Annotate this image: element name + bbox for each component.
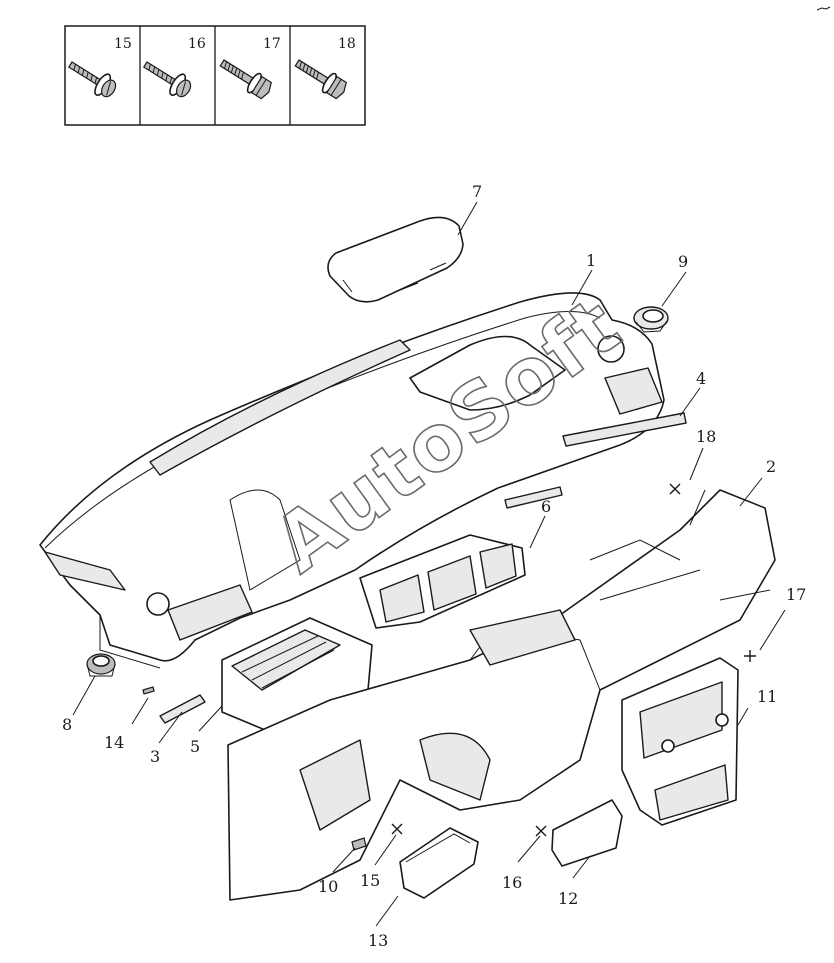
callout-8: 8 bbox=[62, 715, 72, 734]
callout-6: 6 bbox=[541, 497, 551, 516]
callout-16: 16 bbox=[502, 873, 522, 892]
fastener-marks bbox=[391, 483, 756, 837]
callout-13: 13 bbox=[368, 931, 388, 950]
callout-2: 2 bbox=[766, 457, 776, 476]
hex-flange-bolt-icon bbox=[219, 59, 272, 100]
part-9-grommet bbox=[633, 306, 669, 333]
callout-12: 12 bbox=[558, 889, 578, 908]
callout-11: 11 bbox=[757, 687, 777, 706]
part-10-clip bbox=[351, 837, 367, 851]
corner-mark bbox=[816, 6, 831, 11]
callout-1: 1 bbox=[586, 251, 596, 270]
callout-4: 4 bbox=[696, 369, 706, 388]
tapping-screw-washer-icon bbox=[142, 61, 192, 98]
part-11-control-panel bbox=[621, 657, 739, 826]
callout-18: 18 bbox=[696, 427, 716, 446]
part-6-vent-housing bbox=[359, 534, 526, 629]
part-2-lower-panel bbox=[227, 489, 776, 901]
callout-labels: 1 2 3 4 5 6 7 8 9 10 11 12 13 14 15 16 1… bbox=[62, 182, 806, 950]
table-cell-number: 15 bbox=[114, 36, 132, 52]
callout-3: 3 bbox=[150, 747, 160, 766]
part-3-clip bbox=[159, 694, 206, 724]
hex-flange-bolt-icon bbox=[294, 59, 347, 100]
tapping-screw-washer-icon bbox=[67, 61, 117, 98]
callout-5: 5 bbox=[190, 737, 200, 756]
part-12-trim bbox=[551, 799, 623, 867]
callout-10: 10 bbox=[318, 877, 338, 896]
part-13-tray bbox=[399, 827, 479, 899]
callout-7: 7 bbox=[472, 182, 482, 201]
part-8-grommet bbox=[86, 653, 116, 677]
table-cell-number: 18 bbox=[338, 36, 356, 52]
callout-14: 14 bbox=[104, 733, 124, 752]
part-1-upper-panel bbox=[39, 292, 665, 669]
callout-15: 15 bbox=[360, 871, 380, 890]
table-cell-number: 16 bbox=[188, 36, 206, 52]
part-14-pin bbox=[142, 686, 155, 695]
callout-9: 9 bbox=[678, 252, 688, 271]
callout-17: 17 bbox=[786, 585, 806, 604]
part-7-cover bbox=[327, 216, 464, 303]
table-cell-number: 17 bbox=[263, 36, 281, 52]
fastener-table: 15 16 17 18 bbox=[64, 25, 366, 126]
part-4-strip bbox=[504, 412, 687, 509]
leader-lines bbox=[72, 201, 786, 927]
